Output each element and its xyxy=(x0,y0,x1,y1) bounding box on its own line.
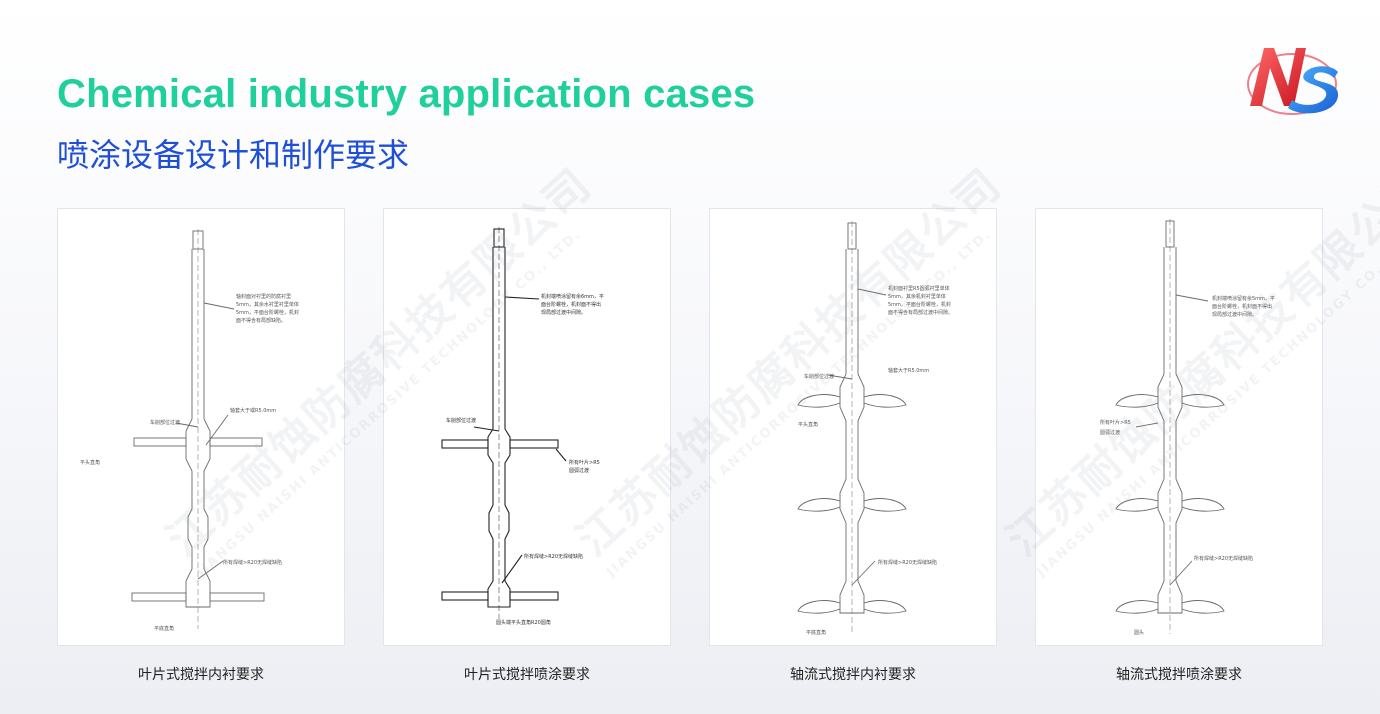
drawing-label: 圆头 xyxy=(1134,630,1145,636)
drawing-label: 所有叶片>R5 xyxy=(1100,420,1131,426)
note-line: 机封面衬里R5圆弧衬里单体 xyxy=(888,286,950,292)
caption-1: 叶片式搅拌内衬要求 xyxy=(138,667,264,683)
agitator-drawing-4 xyxy=(1115,219,1225,634)
drawing-label: 平头直角 xyxy=(80,460,101,466)
drawing-panel-1: 轴封面对衬里的防腐衬里 5mm，其余水衬里衬里单体 5mm，平面台阶螺栓，机封 … xyxy=(57,208,345,646)
drawing-label: 车削部位过渡 xyxy=(804,374,835,380)
note-line: 现局部过渡中间隙。 xyxy=(541,310,587,316)
drawing-label: 车削部位过渡 xyxy=(150,420,181,426)
drawing-label: 圆弧过渡 xyxy=(569,468,590,474)
drawing-label: 平头直角 xyxy=(798,422,819,428)
caption-2: 叶片式搅拌喷涂要求 xyxy=(464,667,590,683)
agitator-drawing-2 xyxy=(441,227,567,619)
drawing-panel-2: 机封端喷涂留有余6mm，平 面台阶螺栓，机封面不得出 现局部过渡中间隙。 车削部… xyxy=(383,208,671,646)
note-line: 5mm，平面台阶螺栓，机封 xyxy=(236,310,299,316)
drawing-label: 圆弧过渡 xyxy=(1100,430,1121,436)
note-line: 轴封面对衬里的防腐衬里 xyxy=(236,294,292,300)
note-line: 面不得含有局部缺陷。 xyxy=(236,318,287,324)
drawing-panel-4: 机封端喷涂留有余5mm，平 面台阶螺栓，机封面不得出 现局部过渡中间隙。 所有叶… xyxy=(1035,208,1323,646)
page-title-cn: 喷涂设备设计和制作要求 xyxy=(57,136,410,174)
note-line: 现局部过渡中间隙。 xyxy=(1212,312,1258,318)
drawing-label: 所有焊缝>R20无焊缝缺陷 xyxy=(524,554,584,560)
drawing-label: 平底直角 xyxy=(154,626,175,632)
drawing-label: 圆头端平头直角R20圆角 xyxy=(496,620,551,626)
note-line: 面不得含有局部过渡中间隙。 xyxy=(888,310,954,316)
note-line: 5mm，其余水衬里衬里单体 xyxy=(236,302,299,308)
drawing-label: 所有焊缝>R20无焊缝缺陷 xyxy=(223,560,283,566)
drawing-label: 车削部位过渡 xyxy=(446,418,477,424)
agitator-drawing-3 xyxy=(797,221,907,634)
caption-3: 轴流式搅拌内衬要求 xyxy=(790,667,916,683)
note-line: 5mm，其余机封衬里单体 xyxy=(888,294,946,300)
drawing-label: 所有焊缝>R20无焊缝缺陷 xyxy=(1194,556,1254,562)
drawing-label: 平底直角 xyxy=(806,630,827,636)
note-line: 5mm，平面台阶螺栓，机封 xyxy=(888,302,951,308)
note-line: 面台阶螺栓，机封面不得出 xyxy=(541,302,602,308)
note-line: 机封端喷涂留有余5mm，平 xyxy=(1212,296,1275,302)
note-line: 面台阶螺栓，机封面不得出 xyxy=(1212,304,1273,310)
caption-4: 轴流式搅拌喷涂要求 xyxy=(1116,667,1242,683)
drawing-label: 所有叶片>R5 xyxy=(569,460,600,466)
agitator-drawing-1 xyxy=(131,229,265,629)
note-line: 机封端喷涂留有余6mm，平 xyxy=(541,294,604,300)
drawing-panel-3: 机封面衬里R5圆弧衬里单体 5mm，其余机封衬里单体 5mm，平面台阶螺栓，机封… xyxy=(709,208,997,646)
company-logo xyxy=(1240,34,1345,124)
drawing-label: 所有焊缝>R20无焊缝缺陷 xyxy=(878,560,938,566)
drawing-label: 轴套大于R5.0mm xyxy=(888,368,930,374)
drawing-label: 轴套大于或R5.0mm xyxy=(230,408,277,414)
page-title-en: Chemical industry application cases xyxy=(57,72,756,116)
